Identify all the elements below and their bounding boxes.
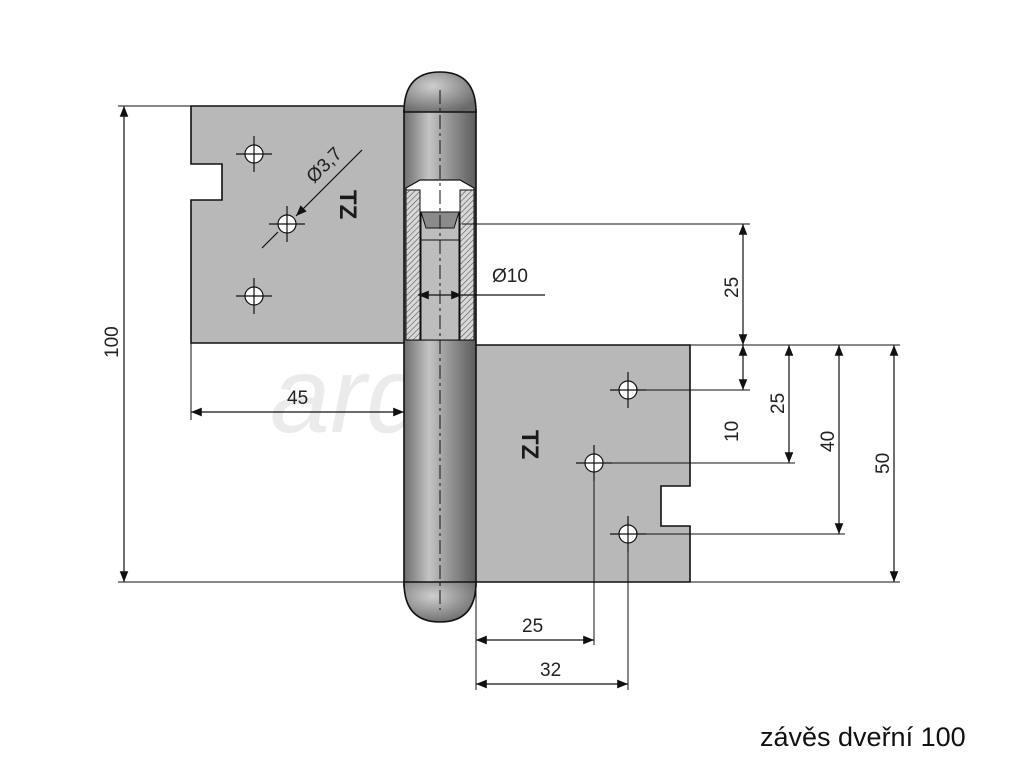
dim-text-100: 100 [102, 326, 123, 358]
dim-text-bottom-25: 25 [522, 616, 543, 637]
logo-lower: TZ [516, 430, 543, 459]
dim-leader-hole [295, 149, 363, 217]
lower-leaf-holes [576, 372, 646, 552]
dim-text-pin-diameter: Ø10 [492, 266, 528, 287]
dim-text-10: 10 [722, 421, 743, 442]
dim-text-upper-25: 25 [722, 277, 743, 298]
svg-text:TZ: TZ [516, 430, 543, 459]
dim-text-40: 40 [818, 431, 839, 452]
dim-text-right-25: 25 [768, 393, 789, 414]
logo-upper: TZ [334, 190, 361, 219]
dim-text-45: 45 [287, 388, 308, 409]
dim-text-50: 50 [873, 453, 894, 474]
dim-text-32: 32 [540, 660, 561, 681]
upper-leaf-holes [236, 136, 305, 314]
svg-text:TZ: TZ [334, 190, 361, 219]
caption: závěs dveřní 100 [760, 722, 966, 752]
